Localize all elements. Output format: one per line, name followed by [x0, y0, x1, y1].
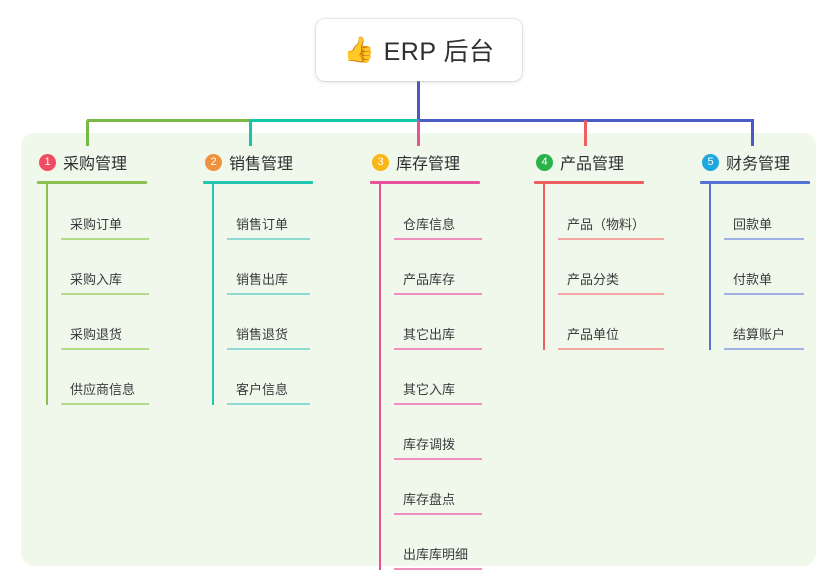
root-title: ERP 后台 [383, 38, 495, 66]
leaf-rule [61, 403, 149, 405]
leaf-item[interactable]: 库存调拨 [394, 417, 482, 460]
leaf-item[interactable]: 采购订单 [61, 197, 149, 240]
branch-badge-inventory: 3 [372, 153, 389, 171]
leaf-item[interactable]: 产品分类 [558, 252, 664, 295]
thumbs-up-icon: 👍 [343, 35, 375, 64]
branch-trunk-sales [212, 184, 214, 405]
root-node[interactable]: 👍 ERP 后台 [316, 19, 522, 81]
leaf-label: 库存盘点 [403, 492, 456, 507]
leaf-item[interactable]: 采购退货 [61, 307, 149, 350]
branch-header-purchase[interactable]: 1 采购管理 [37, 150, 127, 174]
branch-rule-sales [203, 181, 313, 184]
branch-trunk-inventory [379, 184, 381, 570]
leaf-rule [724, 293, 804, 295]
leaf-item[interactable]: 供应商信息 [61, 362, 149, 405]
branch-title-purchase: 采购管理 [63, 156, 128, 173]
leaf-rule [394, 568, 482, 570]
leaf-label: 供应商信息 [70, 382, 136, 397]
leaf-label: 采购入库 [70, 272, 123, 287]
leaf-item[interactable]: 其它出库 [394, 307, 482, 350]
leaf-rule [394, 458, 482, 460]
leaf-rule [394, 348, 482, 350]
leaf-rule [724, 238, 804, 240]
leaf-item[interactable]: 销售出库 [227, 252, 310, 295]
leaf-item[interactable]: 销售订单 [227, 197, 310, 240]
branch-trunk-finance [709, 184, 711, 350]
leaf-rule [227, 293, 310, 295]
branch-title-product: 产品管理 [560, 156, 625, 173]
leaf-label: 销售订单 [236, 217, 289, 232]
branch-header-product[interactable]: 4 产品管理 [534, 150, 624, 174]
leaf-item[interactable]: 其它入库 [394, 362, 482, 405]
leaf-rule [227, 403, 310, 405]
leaf-rule [61, 293, 149, 295]
branch-header-finance[interactable]: 5 财务管理 [700, 150, 790, 174]
leaf-rule [394, 403, 482, 405]
leaf-label: 出库库明细 [403, 547, 469, 562]
branch-title-inventory: 库存管理 [396, 156, 461, 173]
branch-badge-product: 4 [536, 153, 553, 171]
leaf-label: 库存调拨 [403, 437, 456, 452]
leaf-item[interactable]: 出库库明细 [394, 527, 482, 570]
leaf-rule [394, 293, 482, 295]
leaf-rule [558, 238, 664, 240]
leaf-label: 产品库存 [403, 272, 456, 287]
leaf-label: 销售出库 [236, 272, 289, 287]
leaf-item[interactable]: 产品单位 [558, 307, 664, 350]
branch-badge-finance: 5 [702, 153, 719, 171]
leaf-label: 产品单位 [567, 327, 620, 342]
leaf-item[interactable]: 产品（物料） [558, 197, 664, 240]
leaf-item[interactable]: 销售退货 [227, 307, 310, 350]
branch-inventory[interactable]: 3 库存管理仓库信息产品库存其它出库其它入库库存调拨库存盘点出库库明细 [370, 150, 482, 570]
leaf-item[interactable]: 库存盘点 [394, 472, 482, 515]
branch-rule-purchase [37, 181, 147, 184]
branch-rule-inventory [370, 181, 480, 184]
leaf-rule [558, 293, 664, 295]
leaf-item[interactable]: 客户信息 [227, 362, 310, 405]
branch-rule-finance [700, 181, 810, 184]
leaf-label: 其它入库 [403, 382, 456, 397]
leaf-item[interactable]: 采购入库 [61, 252, 149, 295]
branch-finance[interactable]: 5 财务管理回款单付款单结算账户 [700, 150, 810, 350]
branch-header-inventory[interactable]: 3 库存管理 [370, 150, 460, 174]
leaf-label: 销售退货 [236, 327, 289, 342]
branch-product[interactable]: 4 产品管理产品（物料） 产品分类产品单位 [534, 150, 664, 350]
leaf-rule [227, 348, 310, 350]
leaf-label: 回款单 [733, 217, 773, 232]
leaf-label: 客户信息 [236, 382, 289, 397]
leaf-rule [61, 238, 149, 240]
leaf-item[interactable]: 回款单 [724, 197, 804, 240]
branch-badge-sales: 2 [205, 153, 222, 171]
leaf-label: 产品（物料） [567, 217, 646, 232]
branch-trunk-purchase [46, 184, 48, 405]
leaf-label: 仓库信息 [403, 217, 456, 232]
leaf-label: 付款单 [733, 272, 773, 287]
leaf-label: 结算账户 [733, 327, 786, 342]
leaf-rule [724, 348, 804, 350]
leaf-label: 采购订单 [70, 217, 123, 232]
leaf-rule [227, 238, 310, 240]
leaf-rule [394, 513, 482, 515]
leaf-item[interactable]: 产品库存 [394, 252, 482, 295]
leaf-rule [61, 348, 149, 350]
leaf-item[interactable]: 结算账户 [724, 307, 804, 350]
leaf-rule [394, 238, 482, 240]
branch-title-sales: 销售管理 [229, 156, 294, 173]
branch-sales[interactable]: 2 销售管理销售订单销售出库销售退货客户信息 [203, 150, 313, 405]
leaf-label: 其它出库 [403, 327, 456, 342]
leaf-label: 采购退货 [70, 327, 123, 342]
branch-header-sales[interactable]: 2 销售管理 [203, 150, 293, 174]
leaf-item[interactable]: 付款单 [724, 252, 804, 295]
leaf-item[interactable]: 仓库信息 [394, 197, 482, 240]
branch-purchase[interactable]: 1 采购管理采购订单采购入库采购退货供应商信息 [37, 150, 149, 405]
leaf-label: 产品分类 [567, 272, 620, 287]
branch-trunk-product [543, 184, 545, 350]
leaf-rule [558, 348, 664, 350]
branch-badge-purchase: 1 [39, 153, 56, 171]
branch-title-finance: 财务管理 [726, 156, 791, 173]
branch-rule-product [534, 181, 644, 184]
